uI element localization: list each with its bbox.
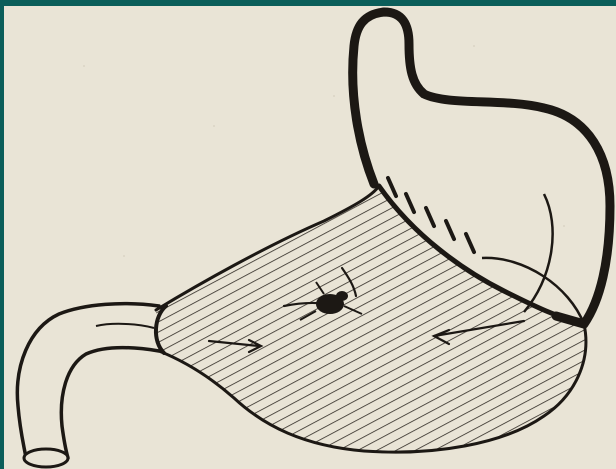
- stomach-illustration: [4, 6, 616, 469]
- duodenum-opening: [24, 449, 68, 467]
- illustration-frame: [4, 6, 616, 469]
